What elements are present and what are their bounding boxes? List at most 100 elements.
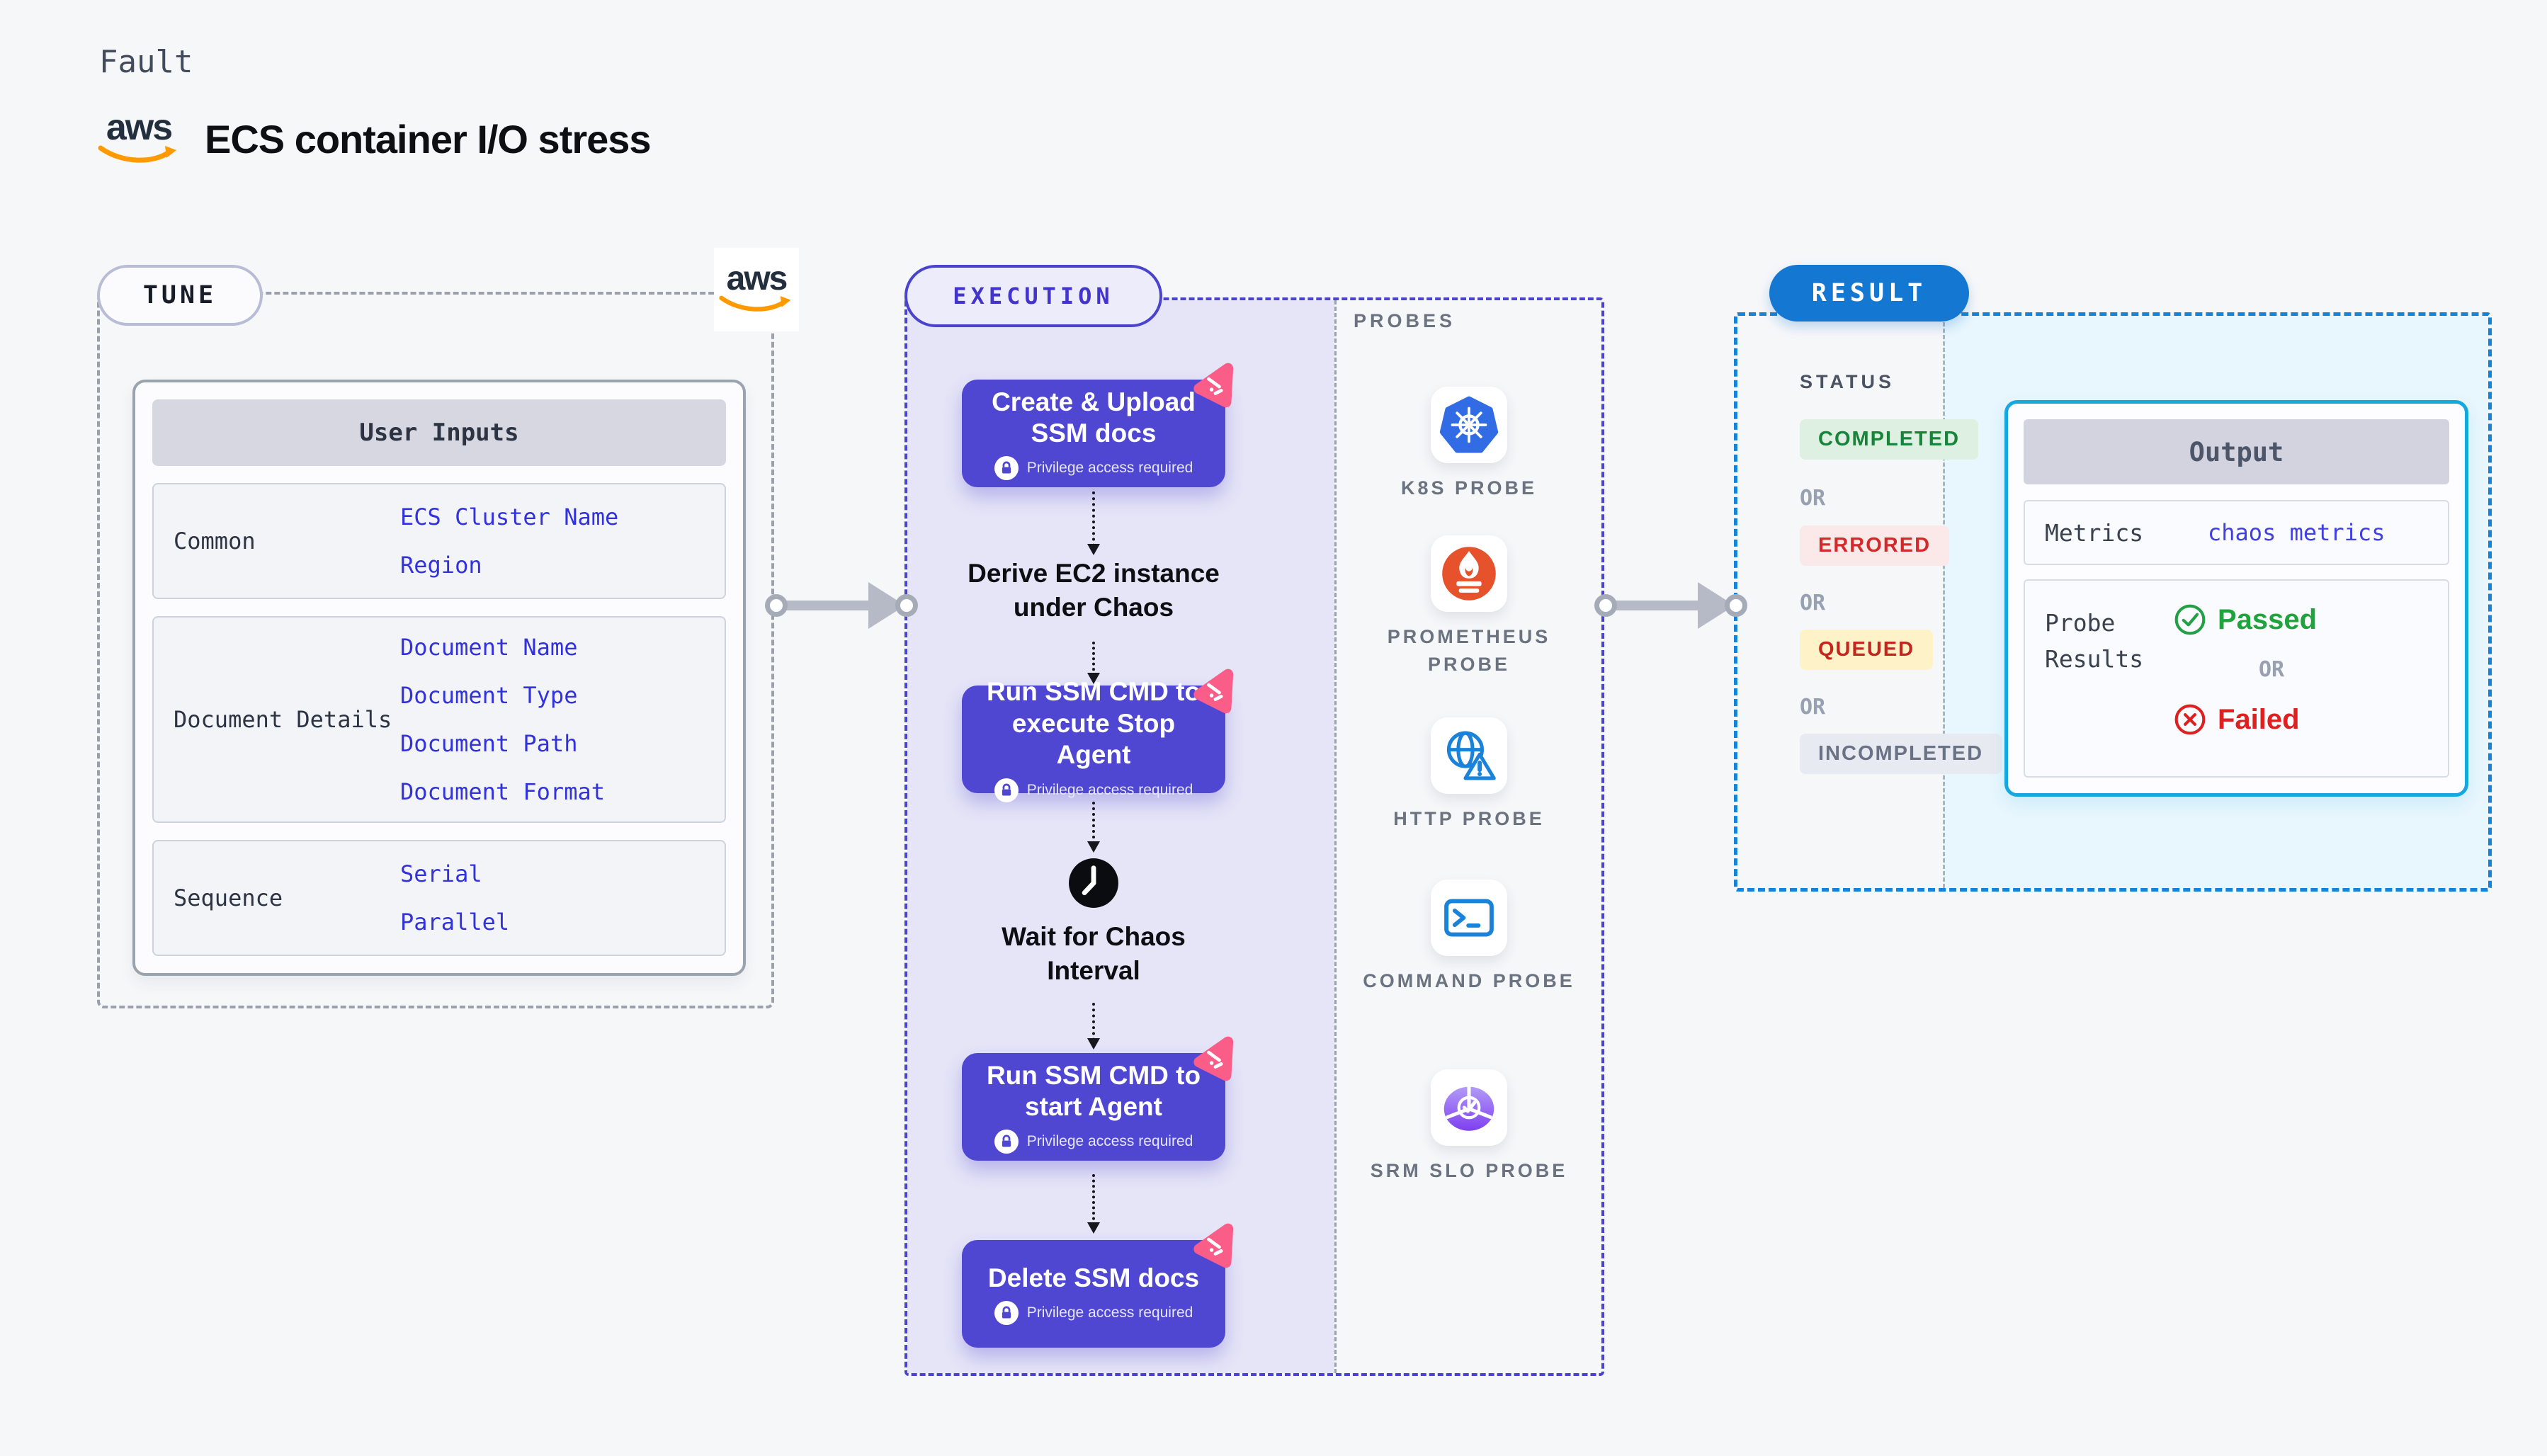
input-value: Region xyxy=(400,552,482,579)
input-value: Parallel xyxy=(400,909,510,935)
flow-arrow xyxy=(1087,1174,1100,1234)
privilege-note: Privilege access required xyxy=(1026,781,1193,798)
aws-swoosh-icon xyxy=(98,145,176,163)
x-circle-icon xyxy=(2174,704,2206,735)
check-circle-icon xyxy=(2174,604,2206,635)
flow-arrow xyxy=(1087,802,1100,853)
metrics-row: Metrics chaos metrics xyxy=(2024,500,2449,565)
kubernetes-icon xyxy=(1431,387,1507,463)
probe-label: COMMAND PROBE xyxy=(1363,970,1575,991)
flow-step-label: Run SSM CMD to start Agent xyxy=(986,1060,1201,1121)
connector-node xyxy=(765,594,788,617)
probes-heading: PROBES xyxy=(1354,310,1456,331)
probe-label: SRM SLO PROBE xyxy=(1370,1160,1568,1181)
input-group-sequence: Sequence Serial Parallel xyxy=(152,840,726,956)
flow-arrow xyxy=(1087,642,1100,684)
chaos-fault-badge-icon xyxy=(1193,669,1234,714)
status-badge-incompleted: INCOMPLETED xyxy=(1800,734,2002,774)
input-value: Document Type xyxy=(400,682,578,709)
probe-label: HTTP PROBE xyxy=(1393,808,1545,829)
chaos-fault-badge-icon xyxy=(1193,1036,1234,1081)
http-globe-warning-icon xyxy=(1431,717,1507,794)
or-separator: OR xyxy=(1800,486,1826,511)
chaos-fault-badge-icon xyxy=(1193,1223,1234,1268)
input-group-common: Common ECS Cluster Name Region xyxy=(152,483,726,599)
flow-arrow xyxy=(1087,1003,1100,1050)
probe-results-row: Probe Results Passed OR xyxy=(2024,579,2449,778)
flow-step-label: Create & Upload SSM docs xyxy=(992,387,1196,448)
lock-icon xyxy=(994,1130,1019,1154)
flow-step-create-upload-ssm-docs: Create & Upload SSM docs Privilege acces… xyxy=(962,363,1234,487)
or-separator: OR xyxy=(1800,591,1826,615)
title-row: aws ECS container I/O stress xyxy=(97,109,652,166)
status-badge-completed: COMPLETED xyxy=(1800,419,1979,460)
status-heading: STATUS xyxy=(1800,371,1895,392)
probes-panel: PROBES K8S PROBE xyxy=(1334,300,1601,1373)
probe-item-command: COMMAND PROBE xyxy=(1337,880,1601,995)
flow-step-run-ssm-stop-agent: Run SSM CMD to execute Stop Agent Privil… xyxy=(962,669,1234,802)
lock-icon xyxy=(994,1301,1019,1326)
flow-step-derive-ec2: Derive EC2 instance under Chaos xyxy=(968,559,1220,622)
input-group-document-details: Document Details Document Name Document … xyxy=(152,616,726,823)
result-pill: RESULT xyxy=(1769,265,1969,322)
probe-label: K8S PROBE xyxy=(1400,477,1538,499)
probe-item-http: HTTP PROBE xyxy=(1337,717,1601,833)
failed-line: Failed xyxy=(2174,703,2317,736)
execution-flow-panel: Create & Upload SSM docs Privilege acces… xyxy=(907,300,1334,1373)
flow-arrow xyxy=(1087,491,1100,555)
or-separator: OR xyxy=(2259,657,2285,682)
flow-step-label: Run SSM CMD to execute Stop Agent xyxy=(986,677,1201,770)
user-inputs-title: User Inputs xyxy=(152,399,726,466)
failed-label: Failed xyxy=(2218,703,2300,735)
aws-logo: aws xyxy=(97,109,181,166)
input-value: Document Format xyxy=(400,778,605,805)
flow-step-label: Delete SSM docs xyxy=(987,1263,1200,1292)
privilege-note: Privilege access required xyxy=(1026,1304,1193,1321)
execution-pill: EXECUTION xyxy=(904,265,1162,327)
input-group-label: Common xyxy=(174,528,256,554)
probe-item-k8s: K8S PROBE xyxy=(1337,387,1601,502)
lock-icon xyxy=(994,778,1019,802)
privilege-note: Privilege access required xyxy=(1026,1133,1193,1150)
status-badge-queued: QUEUED xyxy=(1800,630,1934,670)
connector-node xyxy=(1594,594,1617,617)
page-title: ECS container I/O stress xyxy=(205,116,652,161)
privilege-note: Privilege access required xyxy=(1026,460,1193,477)
execution-to-result-arrow xyxy=(1594,582,1747,629)
status-badge-errored: ERRORED xyxy=(1800,525,1950,566)
input-value: Document Path xyxy=(400,730,578,757)
input-group-label: Sequence xyxy=(174,885,283,911)
connector-node xyxy=(1725,594,1747,617)
passed-label: Passed xyxy=(2218,603,2318,635)
prometheus-icon xyxy=(1431,535,1507,612)
flow-step-run-ssm-start-agent: Run SSM CMD to start Agent Privilege acc… xyxy=(962,1036,1234,1161)
aws-swoosh-icon xyxy=(719,296,791,312)
connector-node xyxy=(895,594,918,617)
user-inputs-card: User Inputs Common ECS Cluster Name Regi… xyxy=(132,380,746,976)
input-value: Document Name xyxy=(400,634,578,661)
input-group-label: Document Details xyxy=(174,706,392,733)
tune-pill: TUNE xyxy=(97,265,263,326)
chaos-fault-badge-icon xyxy=(1193,363,1234,408)
tune-to-execution-arrow xyxy=(765,582,918,629)
flow-step-delete-ssm-docs: Delete SSM docs Privilege access require… xyxy=(962,1223,1234,1348)
result-section: STATUS COMPLETED OR ERRORED OR QUEUED OR… xyxy=(1734,312,2492,892)
clock-icon xyxy=(1067,856,1121,910)
terminal-icon xyxy=(1431,880,1507,956)
input-value: ECS Cluster Name xyxy=(400,504,619,530)
metrics-label: Metrics xyxy=(2045,518,2144,547)
probe-results-label: Probe Results xyxy=(2045,609,2144,673)
aws-logo: aws xyxy=(714,248,799,331)
output-title: Output xyxy=(2024,419,2449,484)
slo-pie-check-icon xyxy=(1431,1069,1507,1146)
probe-item-prometheus: PROMETHEUS PROBE xyxy=(1337,535,1601,678)
fault-kicker: Fault xyxy=(99,44,193,80)
input-value: Serial xyxy=(400,860,482,887)
execution-section: Create & Upload SSM docs Privilege acces… xyxy=(904,297,1604,1376)
metrics-value: chaos metrics xyxy=(2208,519,2386,546)
tune-section: User Inputs Common ECS Cluster Name Regi… xyxy=(97,292,774,1008)
flow-step-wait-interval: Wait for Chaos Interval xyxy=(1002,922,1186,986)
probe-label: PROMETHEUS PROBE xyxy=(1387,626,1551,676)
probe-item-srm-slo: SRM SLO PROBE xyxy=(1337,1069,1601,1185)
